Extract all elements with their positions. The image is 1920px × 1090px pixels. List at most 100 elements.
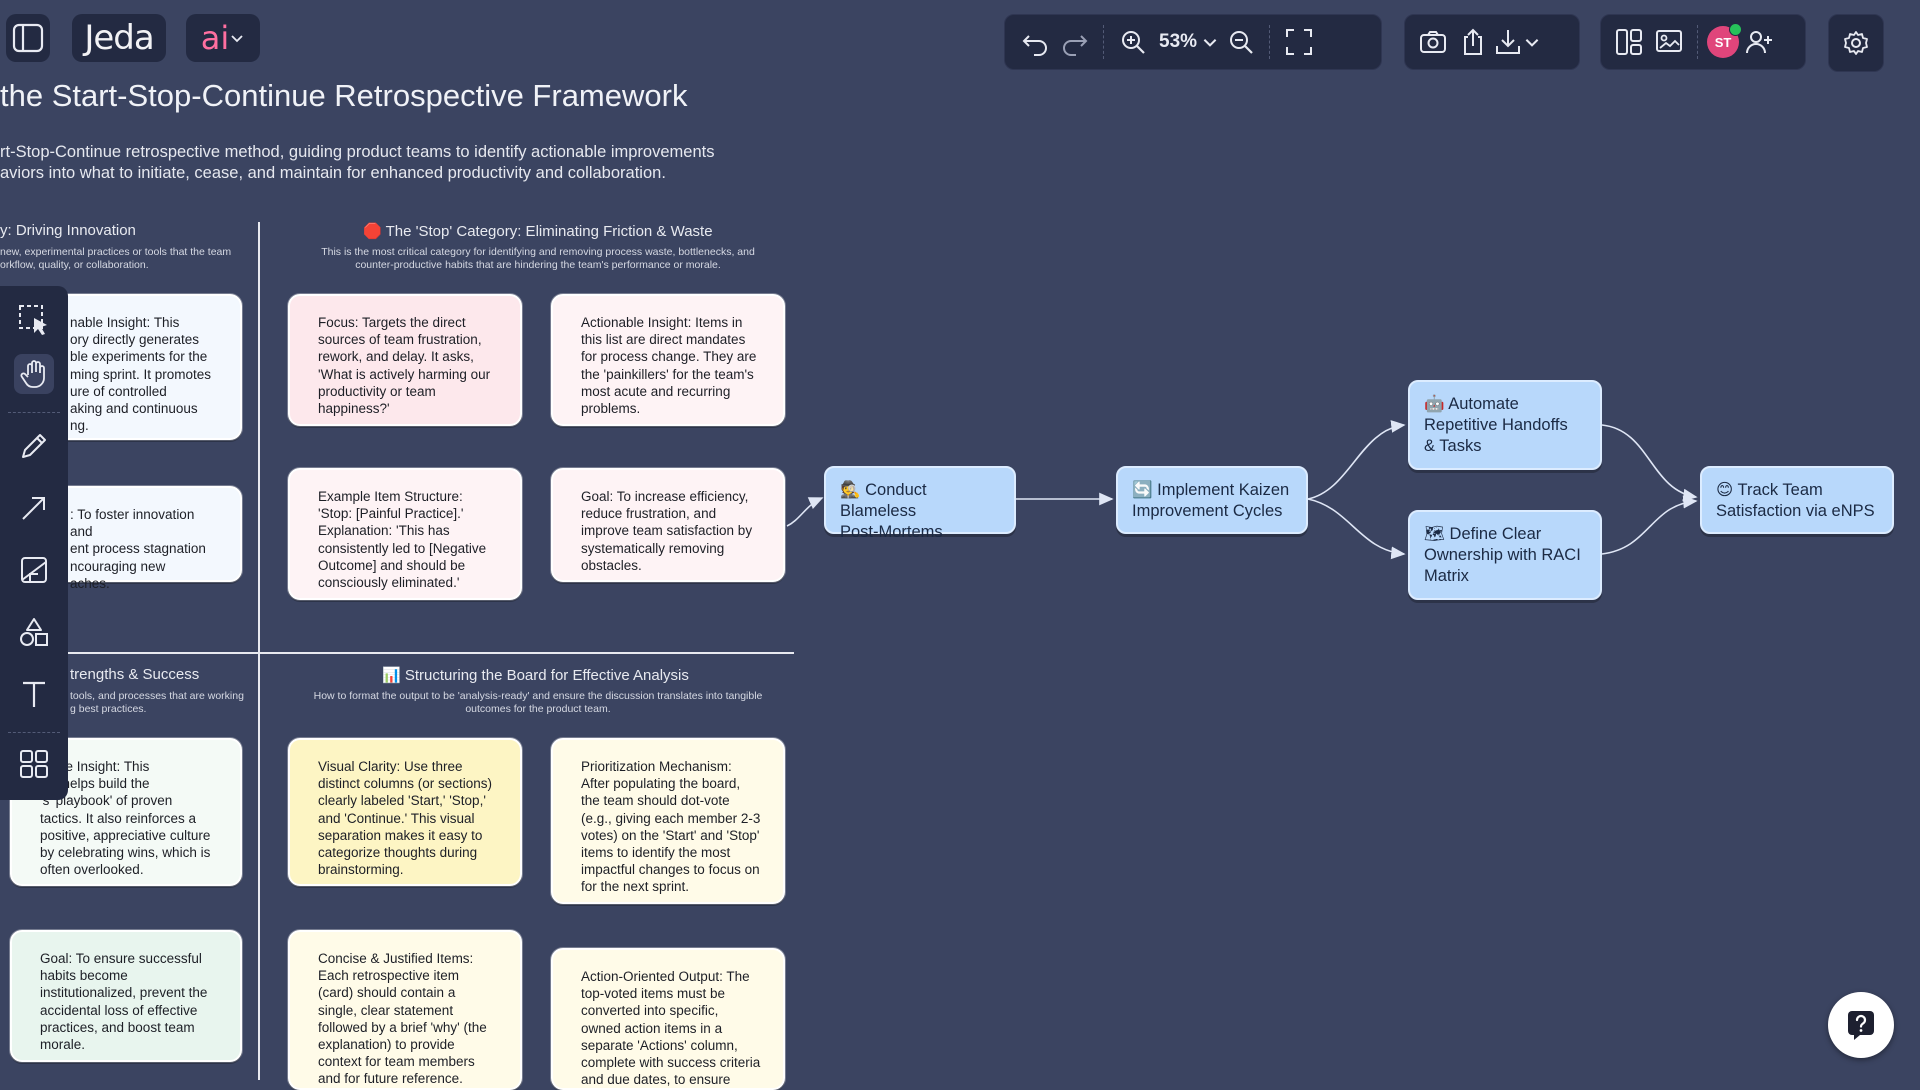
screenshot-button[interactable] <box>1413 22 1453 62</box>
detective-icon: 🕵 <box>840 481 861 499</box>
sticky-card[interactable]: Prioritization Mechanism: After populati… <box>551 738 785 904</box>
sticky-card[interactable]: Visual Clarity: Use three distinct colum… <box>288 738 522 886</box>
download-button[interactable] <box>1493 27 1541 57</box>
section-title: Structuring the Board for Effective Anal… <box>404 667 689 684</box>
export-toolbar <box>1404 14 1580 70</box>
section-header-stop: 🛑 The 'Stop' Category: Eliminating Frict… <box>363 222 713 240</box>
palette-divider <box>8 732 60 733</box>
bar-chart-icon: 📊 <box>382 667 401 684</box>
fullscreen-icon <box>1286 29 1313 55</box>
section-subtitle-structure: How to format the output to be 'analysis… <box>300 690 776 716</box>
map-icon: 🗺 <box>1424 525 1445 543</box>
section-subtitle-continue: tools, and processes that are working g … <box>70 690 244 716</box>
pencil-icon <box>22 434 46 458</box>
board-description: rt-Stop-Continue retrospective method, g… <box>0 142 714 184</box>
subtitle-line: outcomes for the product team. <box>465 703 611 715</box>
settings-button[interactable] <box>1836 23 1876 63</box>
redo-button[interactable] <box>1055 22 1095 62</box>
undo-icon <box>1022 35 1047 56</box>
description-line: aviors into what to initiate, cease, and… <box>0 164 666 182</box>
online-status-dot <box>1729 23 1742 36</box>
sticky-card[interactable]: Goal: To increase efficiency, reduce fru… <box>551 468 785 582</box>
subtitle-line: How to format the output to be 'analysis… <box>313 690 763 702</box>
sidebar-toggle-button[interactable] <box>6 14 50 62</box>
zoom-in-button[interactable] <box>1113 22 1153 62</box>
node-label: Track Team Satisfaction via eNPS <box>1716 481 1875 520</box>
zoom-out-button[interactable] <box>1221 22 1261 62</box>
sticky-card[interactable]: Goal: To ensure successful habits become… <box>10 930 242 1062</box>
layout-button[interactable] <box>1609 22 1649 62</box>
section-header-structure: 📊 Structuring the Board for Effective An… <box>382 666 689 684</box>
toolbar-divider <box>1103 25 1105 59</box>
description-line: rt-Stop-Continue retrospective method, g… <box>0 143 715 161</box>
palette-divider <box>8 412 60 413</box>
shapes-tool-button[interactable] <box>14 612 54 652</box>
section-subtitle-start: new, experimental practices or tools tha… <box>0 246 231 272</box>
ai-menu-button[interactable]: ai <box>186 14 260 62</box>
pen-tool-button[interactable] <box>14 426 54 466</box>
node-label: Define Clear Ownership with RACI Matrix <box>1424 525 1581 585</box>
flow-node-kaizen[interactable]: 🔄 Implement Kaizen Improvement Cycles <box>1116 466 1308 534</box>
node-label: Conduct Blameless Post-Mortems <box>840 481 943 541</box>
sidebar-panel-icon <box>12 23 44 53</box>
zoom-level-dropdown[interactable]: 53% <box>1155 31 1219 53</box>
zoom-out-icon <box>1230 31 1253 54</box>
sticky-card[interactable]: Actionable Insight: Items in this list a… <box>551 294 785 426</box>
sticky-card[interactable]: Example Item Structure: 'Stop: [Painful … <box>288 468 522 600</box>
avatar-initials: ST <box>1714 34 1732 50</box>
connector-arrow <box>786 497 824 527</box>
tool-palette <box>0 286 68 800</box>
help-button[interactable] <box>1828 992 1894 1058</box>
help-icon <box>1848 1011 1874 1040</box>
share-button[interactable] <box>1453 22 1493 62</box>
chevron-down-icon <box>1525 39 1539 47</box>
toolbar-divider <box>1697 25 1699 59</box>
slides-icon <box>1656 30 1682 52</box>
gear-icon <box>1844 31 1868 55</box>
select-icon <box>19 305 47 335</box>
flow-node-raci[interactable]: 🗺 Define Clear Ownership with RACI Matri… <box>1408 510 1602 600</box>
ai-label: ai <box>200 19 230 57</box>
connector-arrow <box>1307 420 1406 500</box>
flow-node-post-mortems[interactable]: 🕵 Conduct Blameless Post-Mortems <box>824 466 1016 541</box>
download-icon <box>1496 30 1520 54</box>
flow-node-automate[interactable]: 🤖 Automate Repetitive Handoffs & Tasks <box>1408 380 1602 470</box>
presentation-button[interactable] <box>1649 22 1689 62</box>
connector-arrow <box>1307 498 1406 560</box>
text-tool-button[interactable] <box>14 674 54 714</box>
node-label: Implement Kaizen Improvement Cycles <box>1132 481 1290 520</box>
user-avatar[interactable]: ST <box>1707 23 1742 58</box>
sticky-card[interactable]: Focus: Targets the direct sources of tea… <box>288 294 522 426</box>
horizontal-divider <box>0 652 794 654</box>
sticky-card[interactable]: Concise & Justified Items: Each retrospe… <box>288 930 522 1090</box>
subtitle-line: g best practices. <box>70 703 147 715</box>
vertical-divider <box>258 222 260 1080</box>
subtitle-line: counter-productive habits that are hinde… <box>355 259 721 271</box>
select-tool-button[interactable] <box>14 300 54 340</box>
add-user-icon <box>1746 31 1772 54</box>
templates-tool-button[interactable] <box>14 744 54 784</box>
arrow-tool-button[interactable] <box>14 488 54 528</box>
camera-icon <box>1420 31 1446 53</box>
undo-button[interactable] <box>1015 22 1055 62</box>
connector-arrow <box>1601 424 1698 502</box>
subtitle-line: tools, and processes that are working <box>70 690 244 702</box>
text-icon <box>23 681 45 707</box>
flow-node-enps[interactable]: 😊 Track Team Satisfaction via eNPS <box>1700 466 1894 534</box>
hand-tool-button[interactable] <box>14 354 54 394</box>
subtitle-line: This is the most critical category for i… <box>321 246 755 258</box>
fit-to-screen-button[interactable] <box>1279 22 1319 62</box>
subtitle-line: new, experimental practices or tools tha… <box>0 246 232 258</box>
shapes-icon <box>20 618 48 646</box>
image-tool-button[interactable] <box>14 550 54 590</box>
brand-logo[interactable]: Jeda <box>72 14 166 62</box>
smile-icon: 😊 <box>1716 481 1734 499</box>
redo-icon <box>1063 35 1088 56</box>
edit-toolbar: 53% <box>1004 14 1382 70</box>
brand-name: Jeda <box>84 18 154 58</box>
stop-sign-icon: 🛑 <box>363 223 382 240</box>
image-icon <box>21 557 47 583</box>
section-header-continue: trengths & Success <box>70 666 200 683</box>
invite-user-button[interactable] <box>1739 22 1779 62</box>
upload-icon <box>1464 28 1482 55</box>
